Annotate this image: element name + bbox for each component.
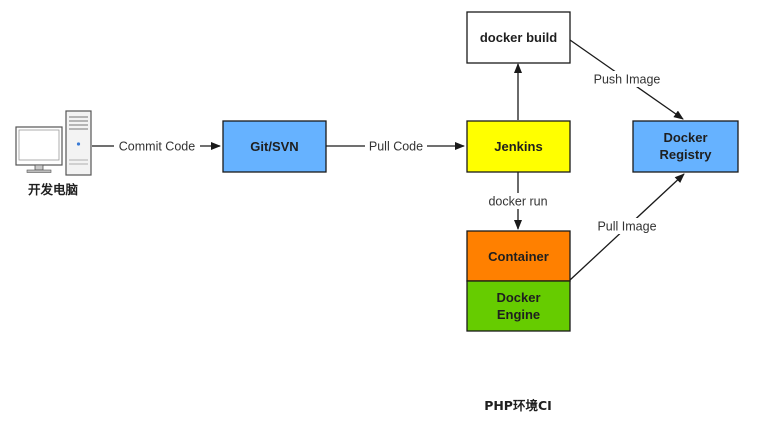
jenkins-box (466, 120, 571, 173)
node-jenkins[interactable]: Jenkins (466, 120, 571, 173)
node-docker-build[interactable]: docker build (466, 11, 571, 64)
docker-registry-label-line1: Docker (663, 130, 707, 145)
edge-commit-code: Commit Code (92, 138, 221, 154)
docker-engine-box (466, 280, 571, 332)
container-label: Container (488, 249, 549, 264)
git-svn-label: Git/SVN (250, 139, 298, 154)
docker-registry-box (632, 120, 739, 173)
node-docker-engine[interactable]: Docker Engine (466, 280, 571, 332)
docker-build-box (466, 11, 571, 64)
jenkins-label: Jenkins (494, 139, 542, 154)
node-container[interactable]: Container (466, 230, 571, 282)
docker-registry-label-line2: Registry (659, 147, 712, 162)
diagram-title: PHP环境CI (484, 398, 552, 413)
edge-label-pull-code: Pull Code (369, 140, 423, 154)
docker-engine-label-line1: Docker (496, 290, 540, 305)
edge-label-pull-image: Pull Image (597, 220, 656, 234)
docker-engine-label-line2: Engine (497, 307, 540, 322)
edge-push-image: Push Image (569, 39, 684, 120)
edge-label-docker-run: docker run (488, 195, 547, 209)
edge-docker-run: docker run (483, 172, 553, 230)
edge-pull-image: Pull Image (569, 173, 685, 281)
desktop-computer-icon (15, 110, 92, 176)
computer-label: 开发电脑 (28, 182, 79, 197)
docker-build-label: docker build (480, 30, 557, 45)
edge-label-commit-code: Commit Code (119, 140, 195, 154)
edge-label-push-image: Push Image (594, 73, 661, 87)
node-docker-registry[interactable]: Docker Registry (632, 120, 739, 173)
edge-pull-code: Pull Code (326, 138, 465, 154)
node-git-svn[interactable]: Git/SVN (222, 120, 327, 173)
git-svn-box (222, 120, 327, 173)
